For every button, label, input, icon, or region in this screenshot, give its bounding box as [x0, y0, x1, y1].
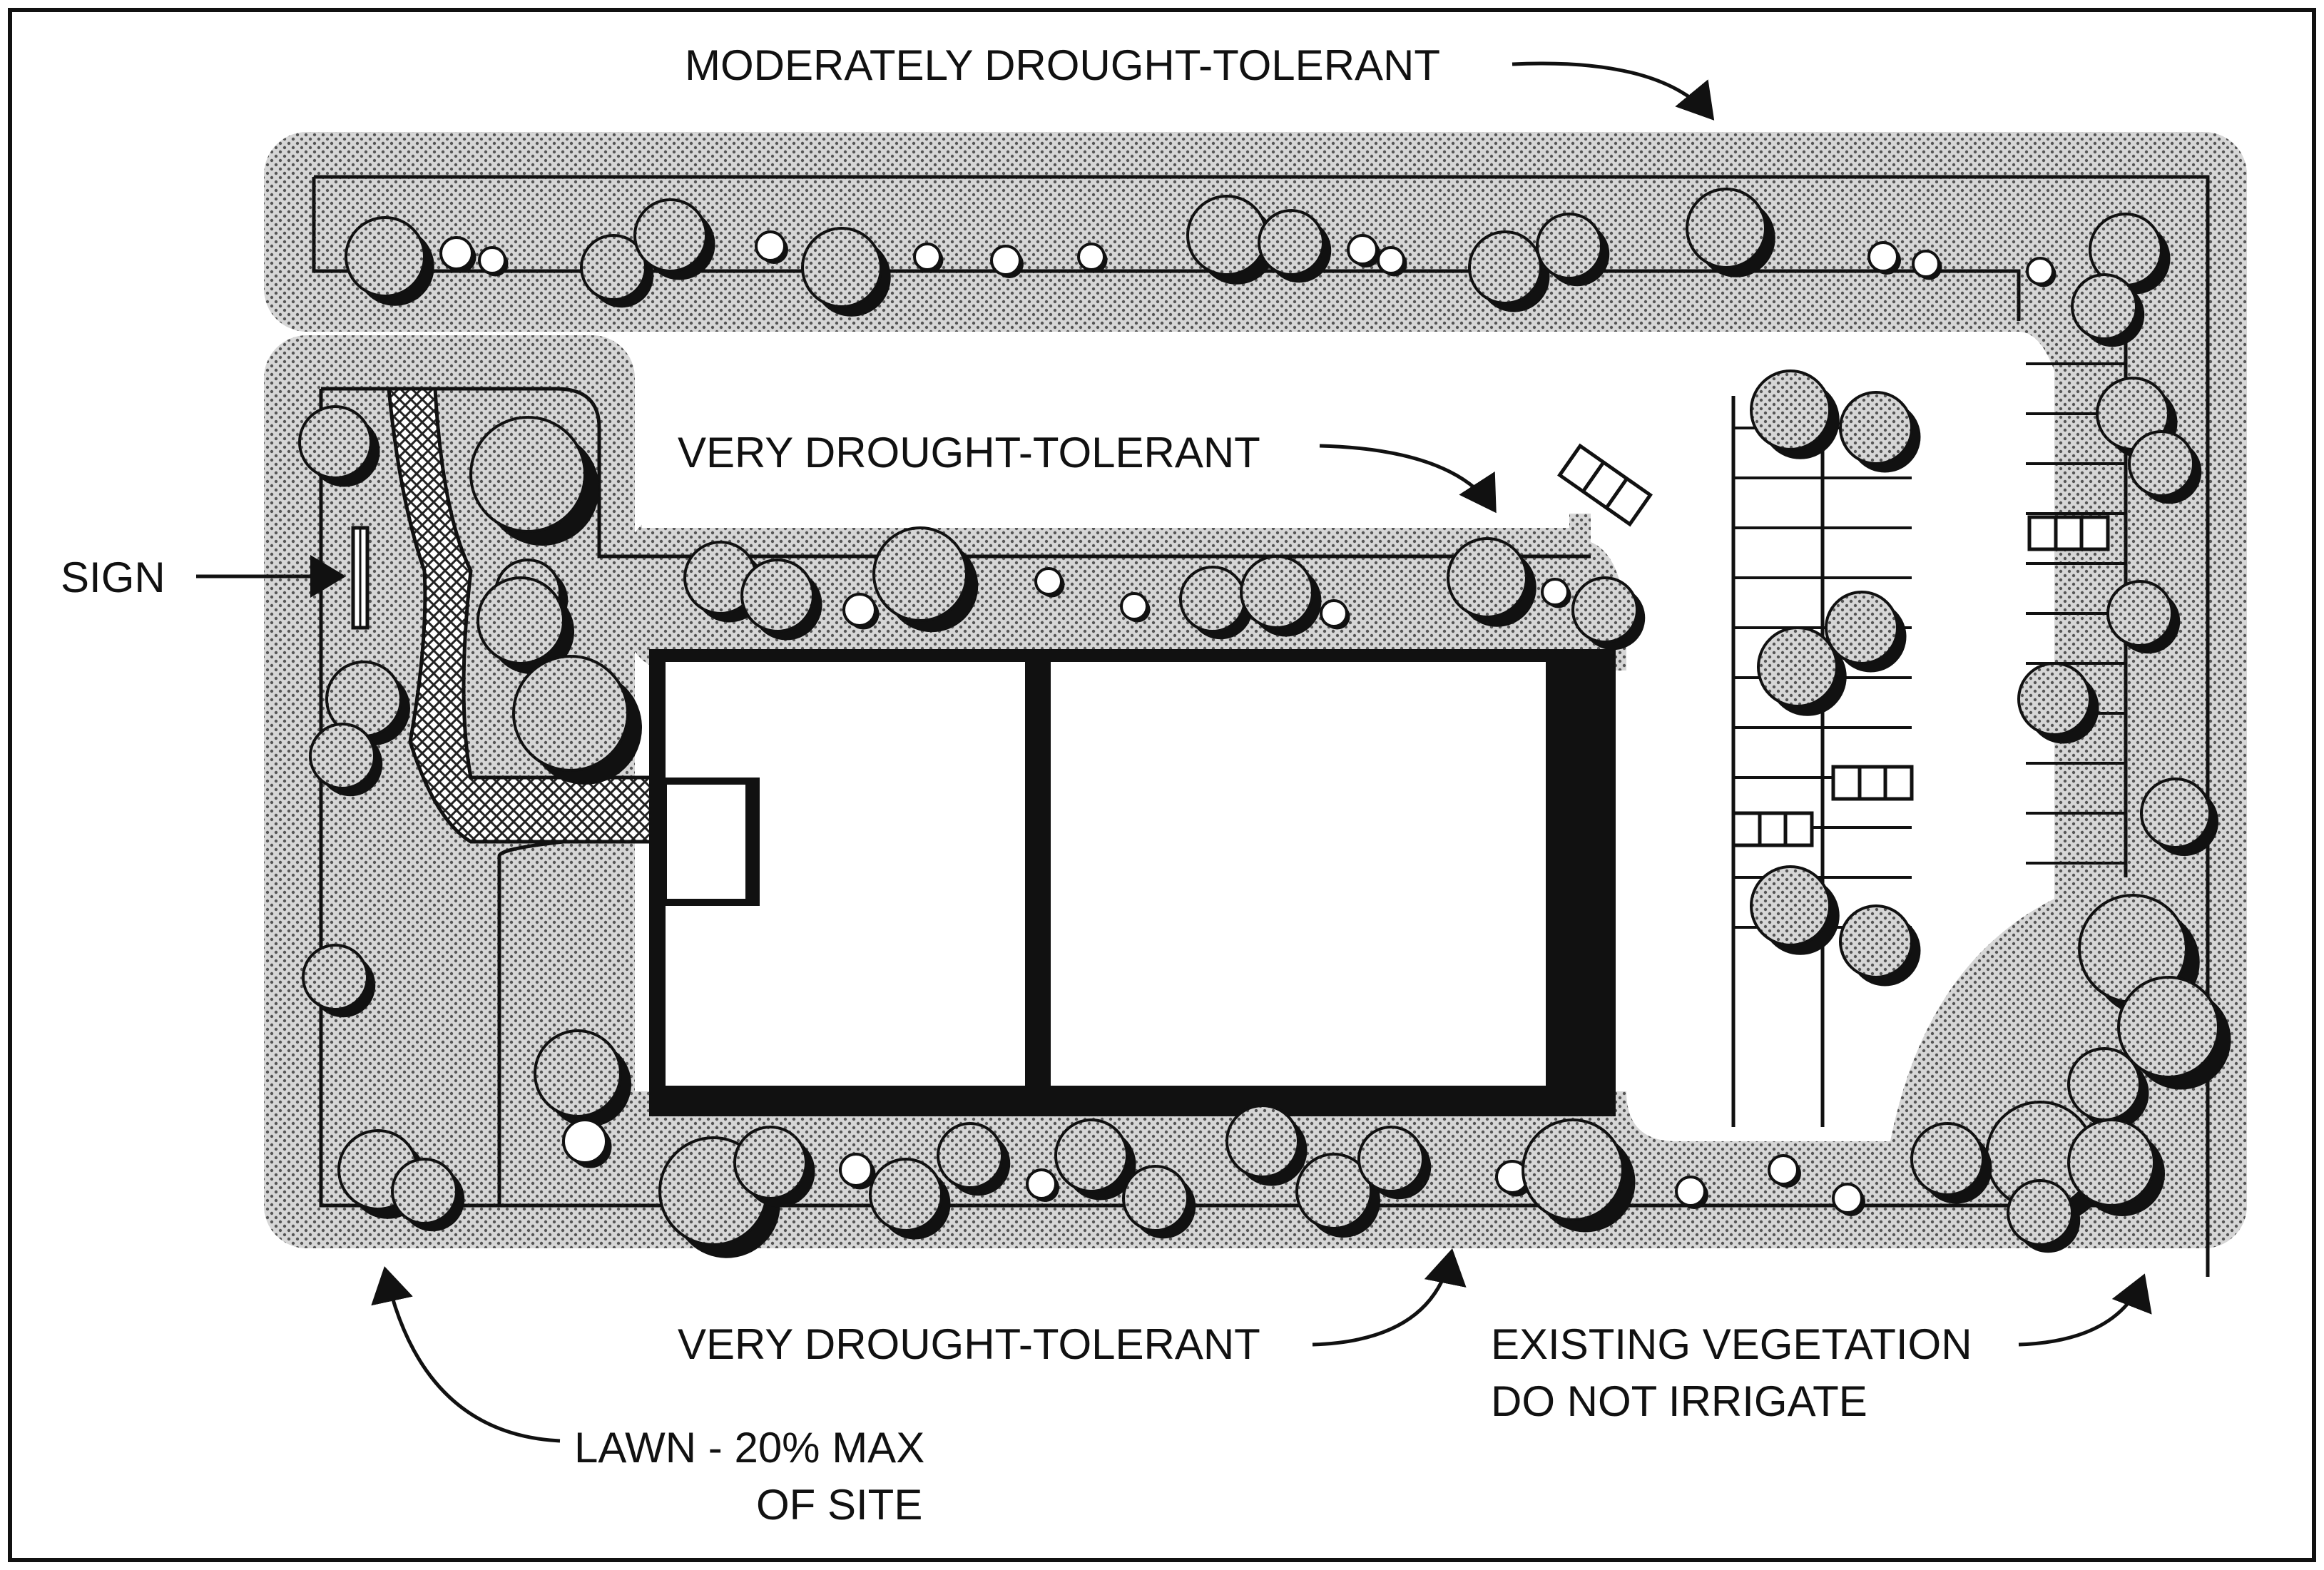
tree-canopy — [1825, 591, 1907, 673]
tree-canopy — [1768, 1154, 1801, 1188]
tree-canopy — [478, 246, 509, 277]
arrow-existing-vegetation — [2018, 1273, 2152, 1347]
tree-canopy — [439, 236, 476, 273]
tree-canopy — [1295, 1153, 1380, 1238]
sign-symbol — [351, 526, 370, 630]
tree-canopy — [1832, 1183, 1865, 1216]
tree-canopy — [1912, 250, 1942, 280]
tree-canopy — [2140, 778, 2218, 856]
tree-canopy — [298, 405, 380, 487]
tree-canopy — [309, 723, 383, 797]
tree-canopy — [1571, 576, 1646, 651]
lawn-outline — [321, 387, 1591, 559]
arrow-moderately-drought-tolerant — [1512, 61, 1715, 121]
labels: MODERATELY DROUGHT-TOLERANT VERY DROUGHT… — [61, 41, 1972, 1529]
outer-planting-bed-outline — [314, 175, 2210, 1277]
tree-canopy — [2067, 1118, 2165, 1216]
tree-canopy — [2007, 1179, 2081, 1253]
tree-canopy — [755, 230, 788, 264]
tree-canopy — [2128, 430, 2202, 504]
tree-canopy — [1179, 566, 1253, 640]
tree-canopy — [469, 416, 599, 546]
tree-canopy — [872, 526, 979, 633]
arrow-lawn — [371, 1266, 561, 1443]
lawn-outline-lower — [319, 389, 2119, 1208]
tree-canopy — [2017, 662, 2099, 744]
tree-canopy — [1839, 904, 1921, 987]
tree-canopy — [801, 227, 891, 317]
tree-canopy — [1034, 567, 1065, 598]
label-sign: SIGN — [61, 554, 165, 601]
tree-canopy — [1347, 234, 1380, 267]
tree-canopy — [345, 216, 434, 306]
tree-canopy — [839, 1153, 876, 1190]
building — [649, 649, 1616, 1116]
tree-canopy — [913, 243, 944, 273]
tree-canopy — [1686, 188, 1775, 277]
tree-canopy — [1675, 1176, 1708, 1209]
tree-canopy — [1240, 555, 1322, 637]
tree-canopy — [1910, 1122, 1992, 1204]
tree-canopy — [1867, 241, 1901, 275]
tree-canopy — [1541, 578, 1571, 608]
tree-canopy — [842, 593, 880, 630]
tree-canopy — [512, 655, 642, 785]
tree-canopy — [869, 1158, 951, 1240]
label-lawn-line2: OF SITE — [756, 1481, 922, 1529]
tree-canopy — [2071, 273, 2145, 347]
arrow-very-drought-tolerant-lower — [1312, 1248, 1467, 1347]
tree-canopy — [1054, 1118, 1136, 1201]
tree-canopy — [2117, 976, 2231, 1090]
label-lawn-line1: LAWN - 20% MAX — [574, 1424, 924, 1472]
tree-canopy — [1839, 391, 1921, 473]
tree-canopy — [476, 576, 574, 674]
label-existing-vegetation-line1: EXISTING VEGETATION — [1491, 1320, 1972, 1368]
tree-canopy — [1026, 1168, 1059, 1202]
tree-canopy — [580, 234, 654, 308]
tree-canopy — [733, 1126, 815, 1208]
leader-arrows — [196, 61, 2152, 1443]
trees — [298, 188, 2231, 1258]
tree-canopy — [1120, 592, 1151, 623]
tree-canopy — [1377, 246, 1407, 277]
tree-canopy — [1320, 599, 1350, 630]
tree-canopy — [1447, 537, 1536, 627]
label-moderately-drought-tolerant: MODERATELY DROUGHT-TOLERANT — [685, 41, 1440, 89]
building-entry-void — [667, 785, 745, 899]
tree-canopy — [1258, 209, 1332, 283]
tree-canopy — [1536, 213, 1610, 287]
tree-canopy — [1122, 1165, 1196, 1239]
tree-canopy — [1077, 243, 1108, 273]
arrow-very-drought-tolerant-upper — [1319, 444, 1497, 514]
tree-canopy — [1750, 865, 1840, 955]
tree-canopy — [1357, 1126, 1432, 1200]
tree-canopy — [740, 559, 822, 641]
tree-canopy — [1468, 230, 1550, 312]
label-very-drought-tolerant-upper: VERY DROUGHT-TOLERANT — [678, 429, 1260, 476]
inner-planting-bed-outline — [312, 177, 2021, 321]
building-east-wing — [1039, 651, 1557, 1097]
site-clearing-middle — [642, 335, 1569, 528]
tree-canopy — [1750, 369, 1840, 459]
tree-canopy — [2026, 257, 2057, 287]
tree-canopy — [633, 198, 715, 280]
benches — [1557, 443, 2110, 847]
tree-canopy — [562, 1118, 612, 1168]
tree-canopy — [302, 944, 376, 1018]
tree-canopy — [1225, 1104, 1308, 1186]
tree-canopy — [990, 245, 1024, 278]
tree-canopy — [391, 1158, 465, 1232]
label-existing-vegetation-line2: DO NOT IRRIGATE — [1491, 1377, 1867, 1425]
tree-canopy — [2067, 1047, 2149, 1129]
tree-canopy — [2106, 580, 2181, 654]
tree-canopy — [534, 1029, 631, 1127]
tree-canopy — [1757, 626, 1847, 716]
tree-canopy — [1522, 1118, 1636, 1233]
tree-canopy — [937, 1122, 1011, 1196]
label-very-drought-tolerant-lower: VERY DROUGHT-TOLERANT — [678, 1320, 1260, 1368]
